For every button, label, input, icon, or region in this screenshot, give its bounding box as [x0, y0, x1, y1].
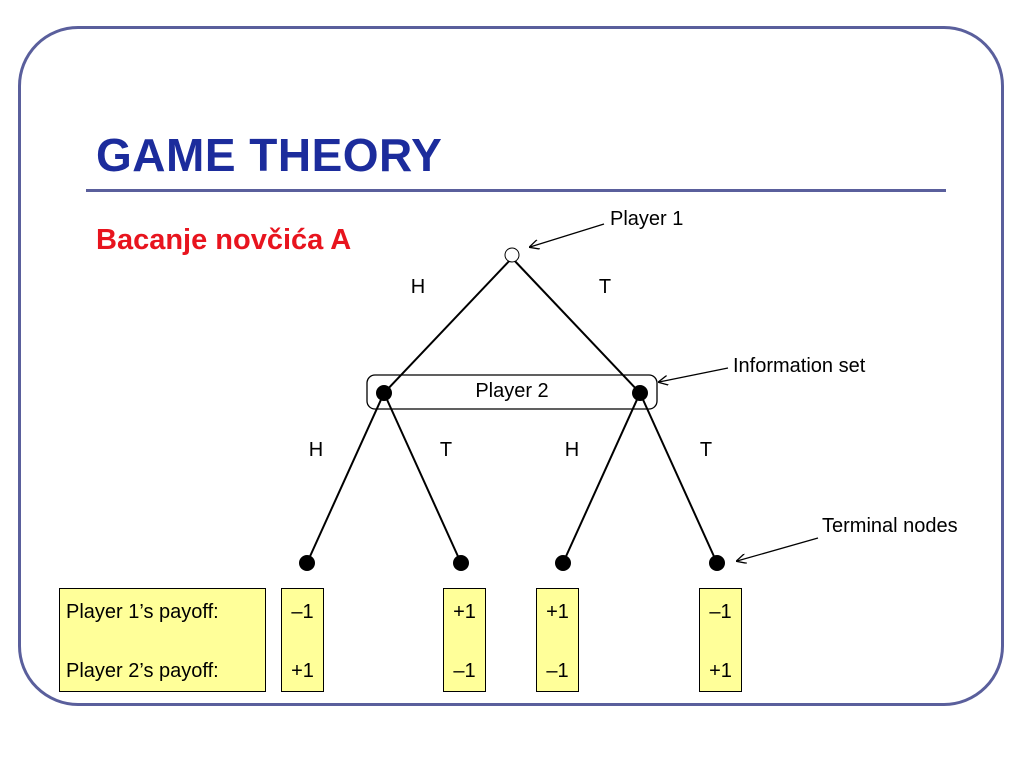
payoff-box-2: +1 –1 [443, 588, 486, 692]
edge-p2-left-h [306, 392, 385, 564]
move-label-p2-right-t: T [700, 439, 712, 461]
player2-payoff-label: Player 2’s payoff: [66, 660, 219, 682]
terminal-node [299, 555, 315, 571]
payoff-value-p2: +1 [709, 660, 732, 682]
player1-annotation: Player 1 [610, 208, 683, 230]
terminal-node [555, 555, 571, 571]
payoff-value-p1: –1 [709, 601, 732, 623]
information-set-arrow [659, 367, 729, 382]
move-label-p1-t: T [599, 276, 611, 298]
information-set-annotation: Information set [733, 355, 866, 377]
move-label-p1-h: H [411, 276, 425, 298]
edge-p2-right-t [639, 392, 718, 564]
edge-p1-t [511, 257, 641, 394]
payoff-value-p1: +1 [453, 601, 476, 623]
payoff-box-1: –1 +1 [281, 588, 324, 692]
edge-p2-left-t [383, 392, 462, 564]
root-node [504, 247, 520, 263]
terminal-node [453, 555, 469, 571]
payoff-value-p1: +1 [546, 601, 569, 623]
player2-label: Player 2 [475, 380, 548, 402]
edge-p1-h [383, 257, 513, 394]
payoff-row-labels: Player 1’s payoff: Player 2’s payoff: [59, 588, 266, 692]
payoff-value-p1: –1 [291, 601, 314, 623]
player2-node-left [376, 385, 392, 401]
payoff-value-p2: +1 [291, 660, 314, 682]
player1-payoff-label: Player 1’s payoff: [66, 601, 219, 623]
slide-frame [18, 26, 1004, 706]
edge-p2-right-h [562, 392, 641, 564]
payoff-value-p2: –1 [453, 660, 476, 682]
slide-subtitle: Bacanje novčića A [96, 224, 352, 256]
player1-arrow [530, 223, 605, 247]
title-divider [86, 189, 946, 192]
move-label-p2-left-t: T [440, 439, 452, 461]
move-label-p2-left-h: H [309, 439, 323, 461]
terminal-nodes-annotation: Terminal nodes [822, 515, 958, 537]
payoff-box-3: +1 –1 [536, 588, 579, 692]
player2-node-right [632, 385, 648, 401]
slide-title: GAME THEORY [96, 129, 443, 181]
move-label-p2-right-h: H [565, 439, 579, 461]
payoff-box-4: –1 +1 [699, 588, 742, 692]
terminal-nodes-arrow [737, 537, 819, 561]
payoff-value-p2: –1 [546, 660, 569, 682]
information-set-box [366, 374, 658, 410]
terminal-node [709, 555, 725, 571]
